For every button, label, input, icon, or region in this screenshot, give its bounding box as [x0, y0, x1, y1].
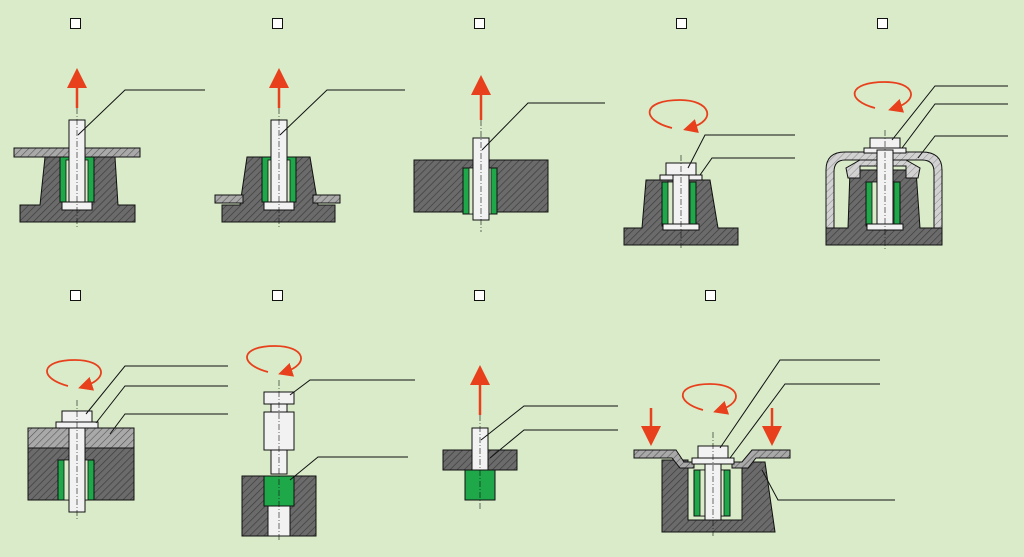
figure-1	[13, 68, 205, 228]
leader-line-2	[489, 429, 618, 459]
rotate-arrow	[46, 359, 102, 391]
figure-1-checkbox[interactable]	[70, 18, 81, 29]
figure-5-checkbox[interactable]	[877, 18, 888, 29]
leader-line-3	[761, 469, 895, 501]
figure-9	[633, 359, 895, 536]
leader-line-1	[719, 359, 880, 449]
leader-line-1	[687, 134, 795, 169]
rotate-arrow	[681, 383, 737, 415]
rotate-arrow	[246, 345, 302, 377]
leader-line-2	[95, 385, 228, 424]
leader-line	[279, 89, 405, 136]
figure-6-checkbox[interactable]	[70, 290, 81, 301]
rotate-arrow	[853, 81, 912, 113]
figure-8	[442, 365, 618, 510]
figure-4	[623, 99, 795, 248]
figure-2	[214, 68, 405, 228]
sheet-plate	[633, 449, 695, 469]
leader-line-1	[289, 379, 415, 396]
leader-line-1	[480, 405, 618, 441]
leader-line-2	[699, 157, 795, 176]
figure-6	[27, 359, 228, 520]
sheet-plate	[214, 194, 244, 204]
leader-line-2	[289, 456, 408, 481]
figure-7-checkbox[interactable]	[272, 290, 283, 301]
figure-5	[825, 81, 1008, 250]
leader-line-2	[729, 383, 880, 459]
figure-4-checkbox[interactable]	[676, 18, 687, 29]
figure-8-checkbox[interactable]	[474, 290, 485, 301]
leader-line-1	[891, 85, 1008, 141]
figure-2-checkbox[interactable]	[272, 18, 283, 29]
leader-line	[481, 102, 605, 151]
figure-3-checkbox[interactable]	[474, 18, 485, 29]
figure-3	[413, 75, 605, 232]
leader-line-3	[917, 135, 1008, 159]
leader-line-3	[109, 413, 228, 435]
leader-line-2	[901, 103, 1008, 149]
figure-7	[241, 345, 415, 540]
leader-line-1	[85, 365, 228, 415]
rotate-arrow	[648, 99, 709, 133]
figure-9-checkbox[interactable]	[705, 290, 716, 301]
leader-line	[77, 89, 205, 136]
